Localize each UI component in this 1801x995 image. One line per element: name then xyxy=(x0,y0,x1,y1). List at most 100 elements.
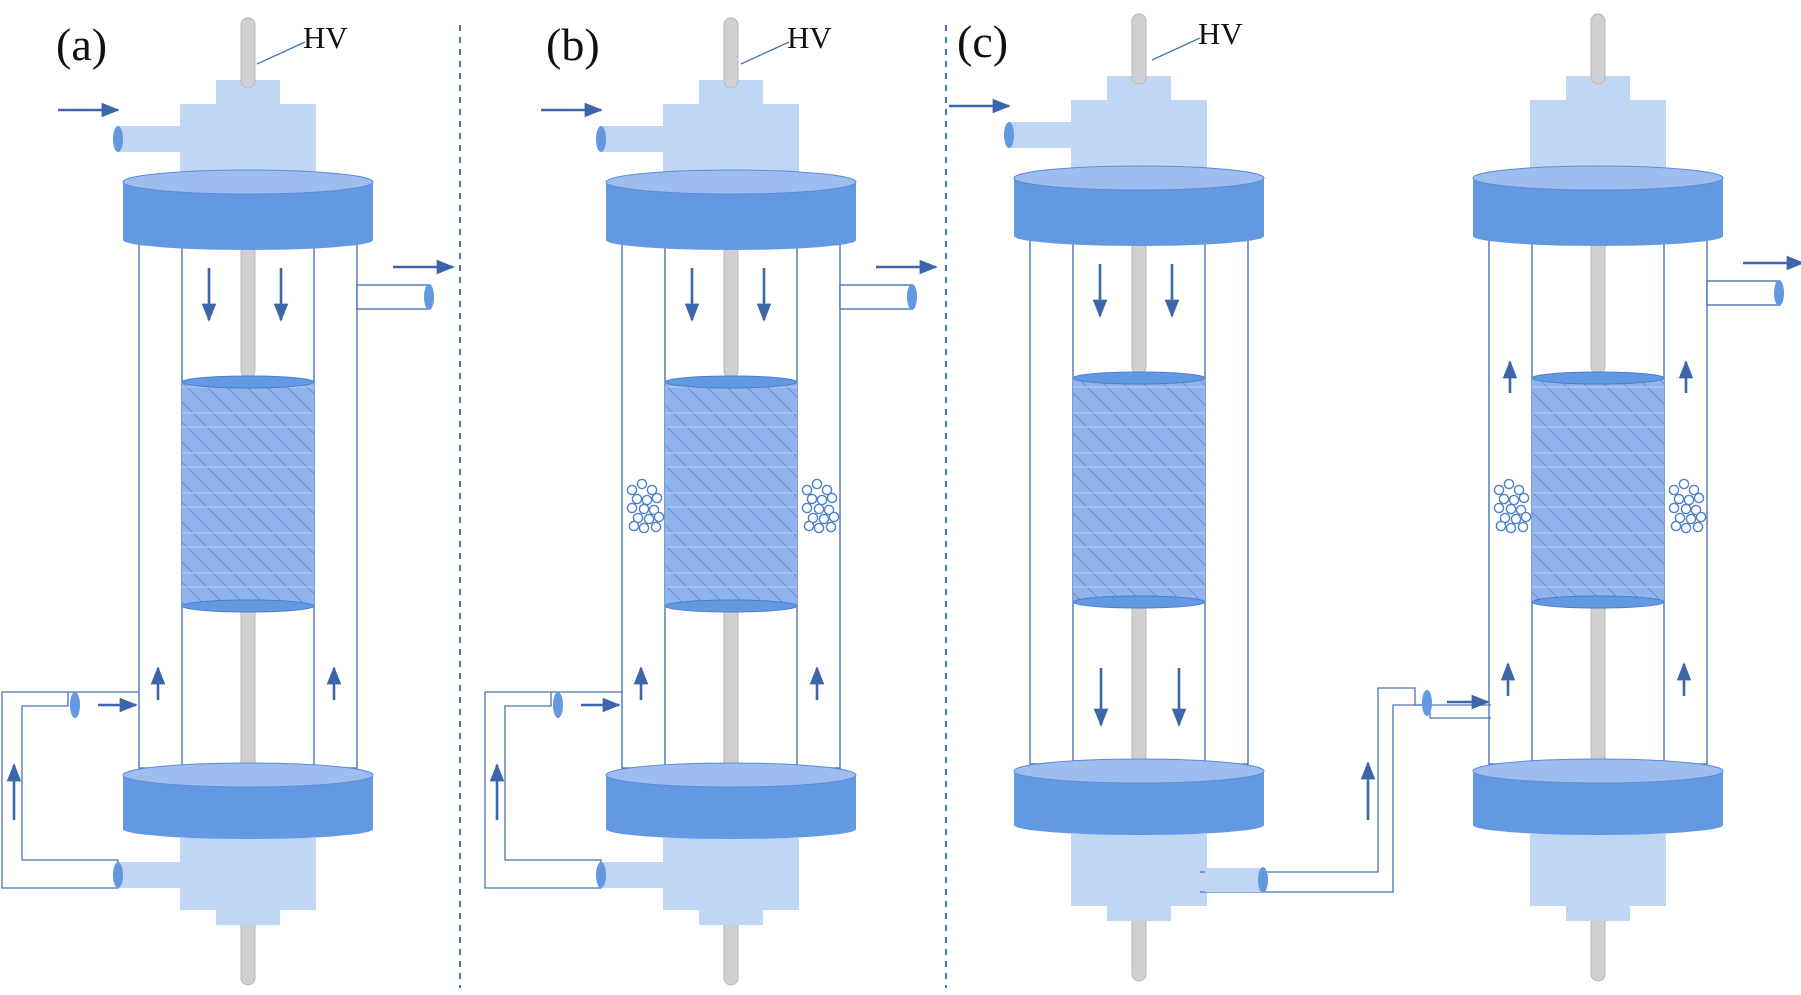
bubble-c2-l-8 xyxy=(1515,504,1527,516)
packing-bottom-a xyxy=(181,599,315,613)
bubble-b-r-6 xyxy=(801,502,813,514)
bubble-c2-r-2 xyxy=(1688,484,1700,496)
bubble-c2-l-10 xyxy=(1510,513,1522,525)
packing-top-c2 xyxy=(1531,371,1665,385)
bottom-neck-a xyxy=(216,905,280,925)
outlet-pipe-b xyxy=(839,284,913,310)
bottom-flange-face-a xyxy=(122,762,374,788)
bottom-head-b xyxy=(663,838,799,910)
outlet-mouth-c2 xyxy=(1774,280,1784,306)
bottom-flange-bottom-c xyxy=(1014,815,1264,835)
bubble-c2-l-6 xyxy=(1493,502,1505,514)
recirc-loop-b xyxy=(484,691,622,889)
bubble-b-r-11 xyxy=(828,511,840,523)
bubble-c2-l-12 xyxy=(1495,520,1507,532)
top-flange-bottom-c2 xyxy=(1473,226,1723,246)
reactor-c2 xyxy=(1472,13,1801,982)
loop-mouth-b xyxy=(553,692,563,718)
top-head-c2 xyxy=(1530,100,1666,176)
inlet-mouth-a xyxy=(113,126,123,152)
series-outlet-mouth-c xyxy=(1258,867,1268,893)
bubble-c2-r-1 xyxy=(1678,478,1690,490)
series-outlet-pipe-c xyxy=(1205,868,1261,892)
outlet-mouth-a xyxy=(424,284,434,310)
bubble-c2-r-6 xyxy=(1668,502,1680,514)
inlet-pipe-b xyxy=(601,126,665,152)
inlet-mouth-b xyxy=(596,126,606,152)
inlet-pipe-c xyxy=(1009,122,1073,148)
bubble-b-l-5 xyxy=(651,492,663,504)
bubble-b-r-14 xyxy=(825,521,837,533)
top-flange-face-c xyxy=(1013,165,1265,191)
bubble-b-r-8 xyxy=(823,504,835,516)
bubble-b-l-8 xyxy=(648,504,660,516)
series-inlet-mouth-c2 xyxy=(1422,690,1432,716)
bottom-flange-face-c2 xyxy=(1472,758,1724,784)
bottom-inlet-pipe-a xyxy=(118,862,182,888)
bottom-neck-b xyxy=(699,905,763,925)
bubble-b-r-13 xyxy=(813,522,825,534)
panel-label-b: (b) xyxy=(546,19,600,70)
hv-label-b: HV xyxy=(787,20,832,55)
bubble-b-r-4 xyxy=(816,494,828,506)
bubble-b-r-12 xyxy=(803,520,815,532)
bottom-flange-face-c xyxy=(1013,758,1265,784)
bubble-c2-r-14 xyxy=(1692,521,1704,533)
bottom-inlet-pipe-b xyxy=(601,862,665,888)
bubble-c2-l-11 xyxy=(1520,511,1532,523)
packing-top-b xyxy=(664,375,798,389)
packing-top-a xyxy=(181,375,315,389)
reactor-a xyxy=(1,17,455,986)
bubble-c2-l-14 xyxy=(1517,521,1529,533)
bubble-c2-r-4 xyxy=(1683,494,1695,506)
bubble-b-l-3 xyxy=(631,493,643,505)
bubble-b-l-7 xyxy=(638,503,650,515)
bottom-inlet-mouth-a xyxy=(113,862,123,888)
bottom-neck-c2 xyxy=(1566,901,1630,921)
bubble-b-l-11 xyxy=(653,511,665,523)
packing-bottom-c xyxy=(1072,595,1206,609)
top-head-a xyxy=(180,104,316,180)
bottom-neck-c xyxy=(1107,901,1171,921)
bottom-flange-face-b xyxy=(605,762,857,788)
hv-label-c: HV xyxy=(1198,16,1243,51)
packing-bed-c2 xyxy=(1532,378,1664,602)
outlet-mouth-b xyxy=(907,284,917,310)
bubble-c2-l-1 xyxy=(1503,478,1515,490)
packing-bottom-c2 xyxy=(1531,595,1665,609)
bottom-flange-bottom-a xyxy=(123,819,373,839)
hv-leader-c xyxy=(1151,37,1201,61)
hv-rod-c2 xyxy=(1590,13,1606,85)
bubble-b-l-4 xyxy=(641,494,653,506)
hv-rod-b xyxy=(723,17,739,89)
bottom-head-a xyxy=(180,838,316,910)
packing-bed-c xyxy=(1073,378,1205,602)
loop-mouth-a xyxy=(70,692,80,718)
bubble-c2-r-8 xyxy=(1690,504,1702,516)
bubble-b-r-5 xyxy=(826,492,838,504)
bottom-flange-bottom-c2 xyxy=(1473,815,1723,835)
hv-rod-a xyxy=(240,17,256,89)
bubble-b-l-6 xyxy=(626,502,638,514)
bubble-b-r-2 xyxy=(821,484,833,496)
bottom-flange-bottom-b xyxy=(606,819,856,839)
packing-bottom-b xyxy=(664,599,798,613)
hv-leader-b xyxy=(740,41,790,65)
bubble-b-l-13 xyxy=(638,522,650,534)
bubble-b-l-2 xyxy=(646,484,658,496)
bubble-c2-r-3 xyxy=(1673,493,1685,505)
top-flange-bottom-b xyxy=(606,230,856,250)
bubble-c2-r-10 xyxy=(1685,513,1697,525)
bubble-c2-r-0 xyxy=(1668,484,1680,496)
bottom-head-c xyxy=(1071,834,1207,906)
packing-bed-b xyxy=(665,382,797,606)
bottom-head-c2 xyxy=(1530,834,1666,906)
top-flange-bottom-a xyxy=(123,230,373,250)
bubble-b-r-7 xyxy=(813,503,825,515)
top-head-c xyxy=(1071,100,1207,176)
bubble-c2-r-7 xyxy=(1680,503,1692,515)
top-flange-face-c2 xyxy=(1472,165,1724,191)
reactor-b xyxy=(484,17,938,986)
